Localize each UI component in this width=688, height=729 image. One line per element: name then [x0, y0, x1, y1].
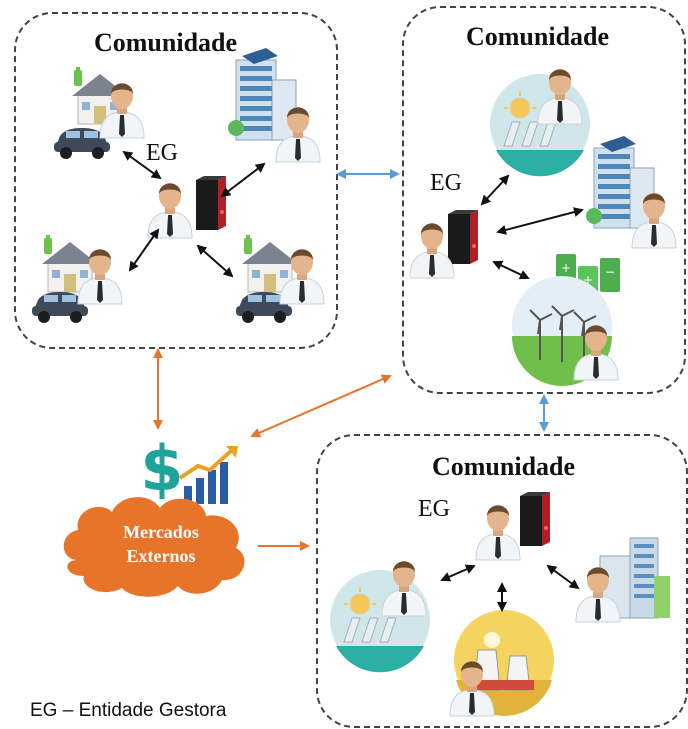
legend-text: EG – Entidade Gestora — [24, 700, 233, 722]
c3-links — [440, 564, 580, 612]
manager-server-icon — [475, 492, 550, 561]
svg-text:$: $ — [140, 432, 183, 505]
house-ev-icon — [32, 234, 123, 323]
c2-links — [480, 174, 584, 280]
manager-server-icon — [409, 210, 478, 279]
office-building-icon — [585, 135, 677, 249]
market-label: Mercados Externos — [96, 520, 226, 568]
market-label-line2: Externos — [126, 546, 196, 566]
inter-community-links — [336, 169, 549, 432]
house-ev-icon — [54, 66, 145, 159]
solar-farm-icon — [489, 68, 591, 178]
eg-label-2: EG — [430, 170, 462, 196]
community-title-1: Comunidade — [94, 28, 238, 57]
eg-label-3: EG — [418, 496, 450, 522]
market-label-line1: Mercados — [123, 522, 199, 542]
market-cloud — [63, 497, 245, 597]
community-title-2: Comunidade — [466, 22, 610, 51]
office-building-icon — [227, 47, 321, 163]
house-ev-icon — [236, 234, 325, 323]
c1-links — [122, 150, 266, 278]
eg-label-1: EG — [146, 140, 178, 166]
market-links — [153, 348, 392, 551]
power-plant-icon — [449, 609, 555, 717]
dollar-chart-icon: $ — [140, 432, 238, 505]
manager-server-icon — [147, 176, 226, 239]
wind-farm-icon — [511, 254, 620, 387]
green-building-icon — [575, 537, 671, 623]
solar-farm-icon — [329, 560, 431, 674]
community-title-3: Comunidade — [432, 452, 576, 481]
